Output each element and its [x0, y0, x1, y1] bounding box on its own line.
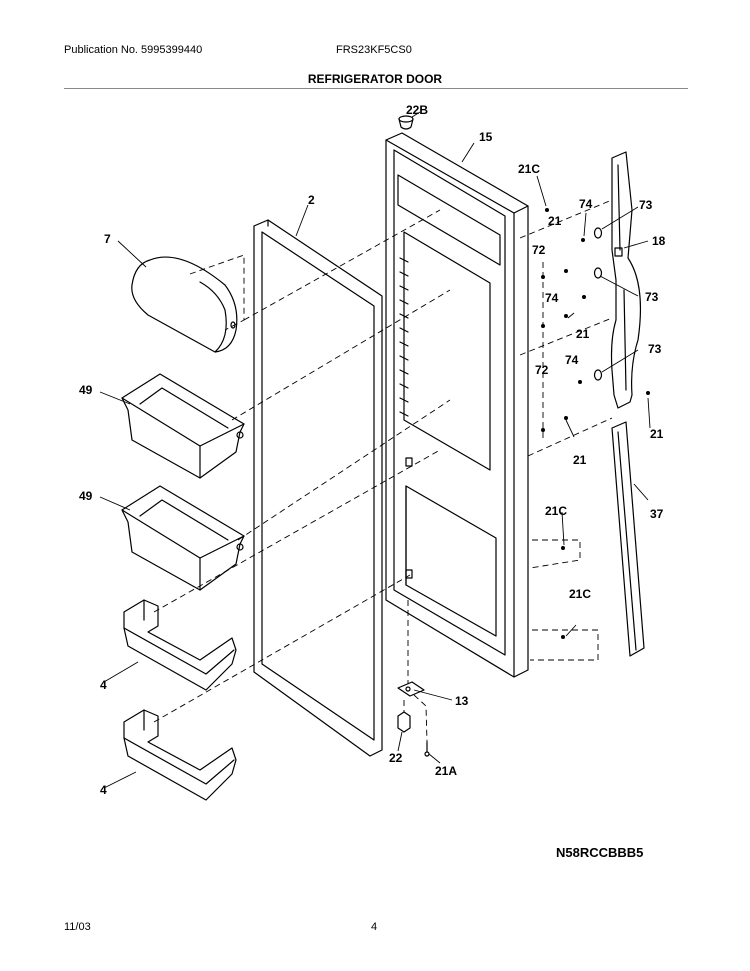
callout-72-a: 72 [532, 243, 546, 257]
callout-37: 37 [650, 507, 664, 521]
part-49-door-shelf-lower [121, 485, 245, 591]
callout-21-c: 21 [650, 427, 664, 441]
callout-49-b: 49 [79, 489, 93, 503]
screw-dots [541, 208, 650, 639]
callout-73-a: 73 [639, 198, 653, 212]
footer-date: 11/03 [64, 921, 91, 933]
leader-lines [99, 111, 651, 789]
callout-72-b: 72 [535, 363, 549, 377]
part-4-door-bin-upper [123, 599, 237, 691]
part-2-door-gasket [253, 219, 383, 757]
callout-21c-top: 21C [518, 162, 540, 176]
part-7-dairy-bin [131, 256, 238, 353]
callout-21-d: 21 [573, 453, 587, 467]
model-number: FRS23KF5CS0 [336, 44, 412, 56]
callout-4-b: 4 [100, 783, 107, 797]
part-4-door-bin-lower [123, 709, 237, 801]
part-15-door-panel [385, 132, 529, 678]
page-title: REFRIGERATOR DOOR [307, 72, 443, 86]
callout-21c-mid: 21C [545, 504, 567, 518]
part-22-bushing [397, 711, 411, 733]
part-37-trim-strip [611, 421, 645, 657]
callout-22: 22 [389, 751, 403, 765]
part-73-screw-upper [593, 227, 603, 239]
callout-73-b: 73 [645, 290, 659, 304]
diagram-code: N58RCCBBB5 [556, 845, 644, 860]
callout-22b: 22B [406, 103, 428, 117]
callout-7: 7 [104, 232, 111, 246]
part-49-door-shelf-upper [121, 373, 245, 479]
callout-15: 15 [479, 130, 493, 144]
callout-74-c: 74 [565, 353, 579, 367]
part-21a-screw [424, 741, 430, 757]
callout-21-b: 21 [576, 327, 590, 341]
callout-21-a: 21 [548, 214, 562, 228]
part-73-screw-middle [593, 267, 603, 279]
publication-number: Publication No. 5995399440 [64, 44, 203, 56]
header-rule [64, 88, 688, 89]
callout-18: 18 [652, 234, 666, 248]
part-22b-cap [398, 115, 414, 130]
callout-4-a: 4 [100, 678, 107, 692]
callout-13: 13 [455, 694, 469, 708]
callout-21c-low: 21C [569, 587, 591, 601]
part-18-handle-trim [610, 151, 642, 409]
footer-page-number: 4 [371, 921, 378, 933]
callout-73-c: 73 [648, 342, 662, 356]
callout-2: 2 [308, 193, 315, 207]
callout-21a: 21A [435, 764, 457, 778]
callout-49-a: 49 [79, 383, 93, 397]
part-73-screw-lower [593, 369, 603, 381]
assembly-lines [153, 199, 613, 743]
callout-74-a: 74 [579, 197, 593, 211]
part-13-hinge [397, 681, 425, 697]
callout-74-b: 74 [545, 291, 559, 305]
